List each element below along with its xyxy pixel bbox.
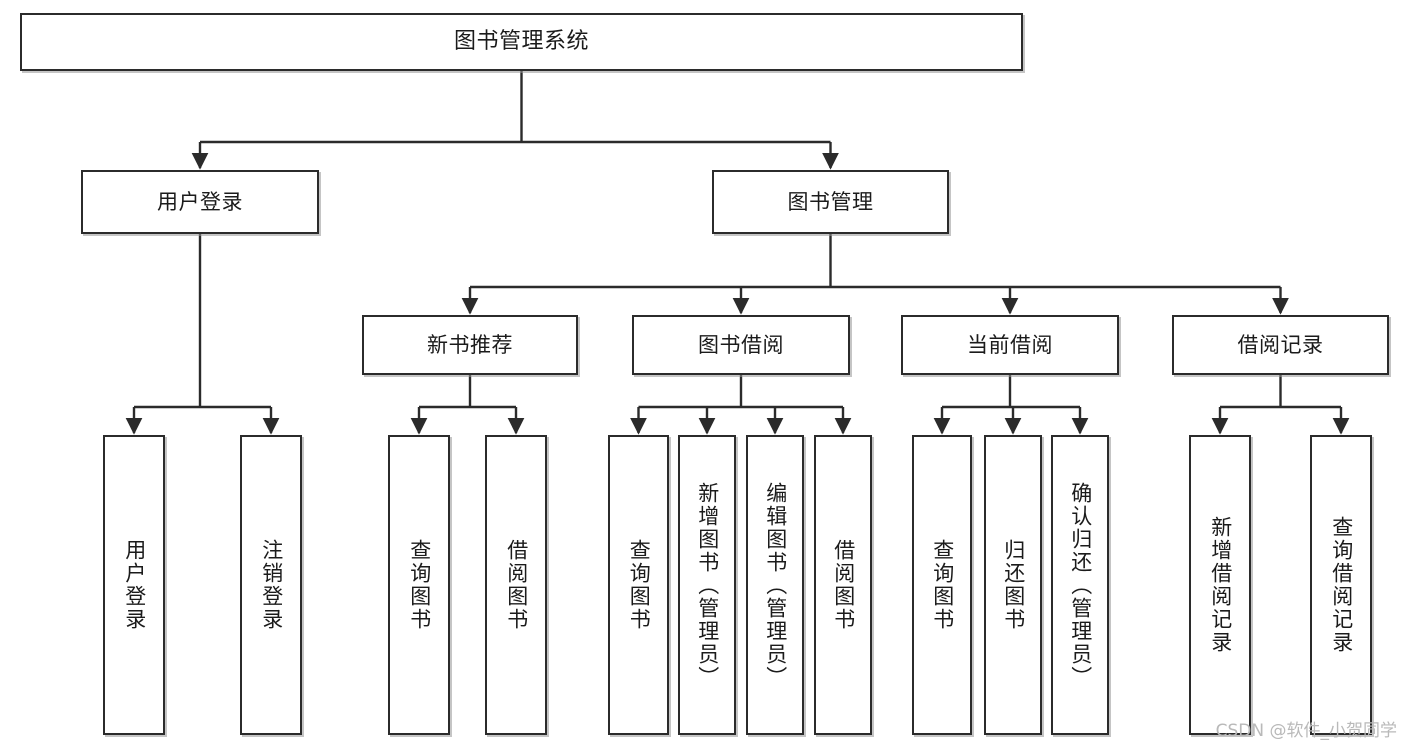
node-label: 用户登录 — [157, 189, 243, 214]
node-leaf-logout[interactable]: 注销登录 — [240, 435, 302, 735]
node-label: 查询图书 — [930, 539, 955, 631]
node-borrow-record[interactable]: 借阅记录 — [1172, 315, 1389, 375]
node-label: 新增借阅记录 — [1208, 516, 1233, 654]
node-label: 当前借阅 — [967, 332, 1053, 357]
node-label: 图书管理 — [787, 189, 874, 214]
node-label: 编辑图书（管理员） — [763, 481, 788, 689]
node-leaf-edit-book[interactable]: 编辑图书（管理员） — [746, 435, 804, 735]
node-leaf-query-record[interactable]: 查询借阅记录 — [1310, 435, 1372, 735]
node-label: 图书借阅 — [698, 332, 784, 357]
node-label: 查询图书 — [627, 539, 652, 631]
node-leaf-add-book[interactable]: 新增图书（管理员） — [678, 435, 736, 735]
node-user-login[interactable]: 用户登录 — [81, 170, 319, 234]
node-label: 归还图书 — [1001, 539, 1026, 631]
node-leaf-query-book-3[interactable]: 查询图书 — [912, 435, 972, 735]
node-new-book-recommend[interactable]: 新书推荐 — [362, 315, 578, 375]
node-label: 查询借阅记录 — [1329, 516, 1354, 654]
node-leaf-borrow-book-2[interactable]: 借阅图书 — [814, 435, 872, 735]
node-label: 借阅记录 — [1237, 332, 1324, 357]
node-leaf-add-record[interactable]: 新增借阅记录 — [1189, 435, 1251, 735]
node-book-manage[interactable]: 图书管理 — [712, 170, 949, 234]
watermark: CSDN @软件_小贺同学 — [1215, 721, 1397, 741]
node-root[interactable]: 图书管理系统 — [20, 13, 1023, 71]
node-current-borrow[interactable]: 当前借阅 — [901, 315, 1119, 375]
node-leaf-borrow-book-1[interactable]: 借阅图书 — [485, 435, 547, 735]
node-book-borrow[interactable]: 图书借阅 — [632, 315, 850, 375]
node-leaf-return-book[interactable]: 归还图书 — [984, 435, 1042, 735]
node-leaf-query-book-1[interactable]: 查询图书 — [388, 435, 450, 735]
node-leaf-query-book-2[interactable]: 查询图书 — [608, 435, 669, 735]
node-label: 注销登录 — [259, 539, 284, 631]
node-leaf-confirm-return[interactable]: 确认归还（管理员） — [1051, 435, 1109, 735]
node-label: 用户登录 — [122, 539, 147, 631]
node-label: 借阅图书 — [504, 539, 529, 631]
node-label: 图书管理系统 — [453, 29, 589, 55]
node-leaf-user-login[interactable]: 用户登录 — [103, 435, 165, 735]
node-label: 确认归还（管理员） — [1068, 481, 1093, 689]
node-label: 新书推荐 — [427, 332, 513, 357]
node-label: 借阅图书 — [831, 539, 856, 631]
node-label: 新增图书（管理员） — [695, 481, 720, 689]
node-label: 查询图书 — [407, 539, 432, 631]
